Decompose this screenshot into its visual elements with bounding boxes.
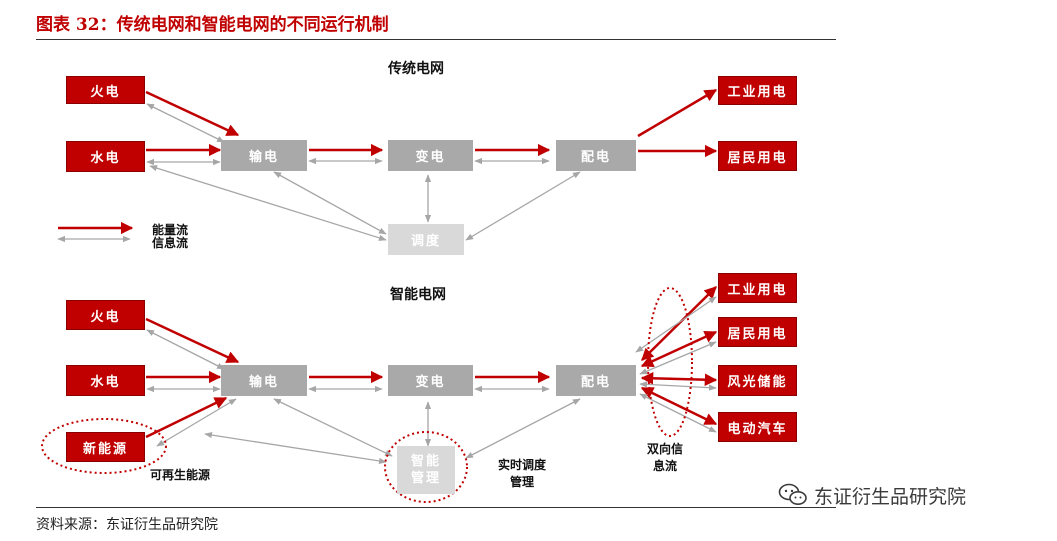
- smart-grid-title: 智能电网: [390, 287, 446, 303]
- bidirectional-info-arrow: [639, 341, 717, 375]
- smart-management-line1: 智能: [410, 454, 441, 469]
- energy-arrow: [145, 90, 240, 137]
- legend-arrows: [57, 221, 134, 243]
- bidirectional-info-arrow: [639, 393, 717, 433]
- renewable-label: 可再生能源: [150, 468, 211, 482]
- traditional-connections: [145, 88, 718, 241]
- top-divider: [36, 39, 836, 40]
- bottom-divider: [36, 507, 836, 508]
- realtime-dispatch-line1: 实时调度: [498, 458, 547, 472]
- realtime-dispatch-line2: 管理: [510, 475, 535, 489]
- wechat-icon: [778, 483, 807, 505]
- smart-management-node: 智能 管理: [397, 446, 455, 494]
- realtime-dispatch-label: 实时调度 管理: [498, 456, 546, 490]
- watermark-text: 东证衍生品研究院: [814, 485, 967, 508]
- energy-arrow: [637, 88, 718, 138]
- traditional-consumer-industrial: 工业用电: [718, 76, 797, 105]
- smart-management-line2: 管理: [410, 471, 441, 486]
- info-arrow: [273, 171, 387, 235]
- traditional-dispatch-node: 调度: [388, 224, 464, 255]
- info-arrow: [465, 171, 581, 241]
- traditional-transformation-node: 变电: [388, 140, 473, 171]
- bidirectional-highlight-ellipse: [647, 287, 693, 437]
- bidirectional-info-line1: 双向信: [647, 442, 684, 456]
- traditional-grid-title: 传统电网: [388, 61, 444, 77]
- smart-consumer-storage: 风光储能: [718, 365, 797, 396]
- smart-consumer-residential: 居民用电: [718, 317, 797, 347]
- traditional-consumer-residential: 居民用电: [718, 141, 797, 171]
- smart-transmission-node: 输电: [221, 365, 307, 396]
- info-arrow: [146, 103, 225, 143]
- bidirectional-energy-arrow: [640, 386, 718, 426]
- info-arrow: [465, 398, 581, 459]
- smart-distribution-node: 配电: [556, 365, 636, 396]
- figure-source: 资料来源：东证衍生品研究院: [36, 517, 218, 533]
- smart-consumer-ev: 电动汽车: [718, 412, 797, 442]
- info-arrow: [156, 398, 237, 447]
- management-highlight-ellipse: [384, 431, 468, 503]
- energy-arrow: [145, 396, 228, 439]
- bidirectional-info-label: 双向信 息流: [647, 440, 683, 474]
- traditional-transmission-node: 输电: [221, 140, 307, 171]
- figure-title: 图表 32：传统电网和智能电网的不同运行机制: [36, 15, 389, 35]
- smart-connections: [145, 286, 718, 465]
- info-arrow: [146, 329, 225, 370]
- traditional-source-hydro: 水电: [66, 141, 145, 172]
- renewable-highlight-ellipse: [41, 418, 167, 474]
- smart-source-renewable: 新能源: [66, 432, 145, 462]
- traditional-distribution-node: 配电: [556, 140, 636, 171]
- watermark: 东证衍生品研究院: [778, 481, 966, 509]
- legend-energy-label: 能量流: [152, 223, 189, 237]
- bidirectional-info-arrow: [639, 381, 717, 391]
- smart-source-hydro: 水电: [66, 365, 145, 396]
- energy-arrow: [145, 317, 240, 364]
- traditional-source-thermal: 火电: [66, 76, 145, 104]
- bidirectional-energy-arrow: [640, 372, 718, 386]
- info-arrow: [204, 431, 387, 465]
- bidirectional-info-line2: 息流: [653, 459, 678, 473]
- legend-info-label: 信息流: [152, 236, 189, 250]
- smart-source-thermal: 火电: [66, 300, 145, 330]
- smart-consumer-industrial: 工业用电: [718, 273, 797, 303]
- smart-transformation-node: 变电: [388, 365, 473, 396]
- info-arrow: [149, 165, 387, 241]
